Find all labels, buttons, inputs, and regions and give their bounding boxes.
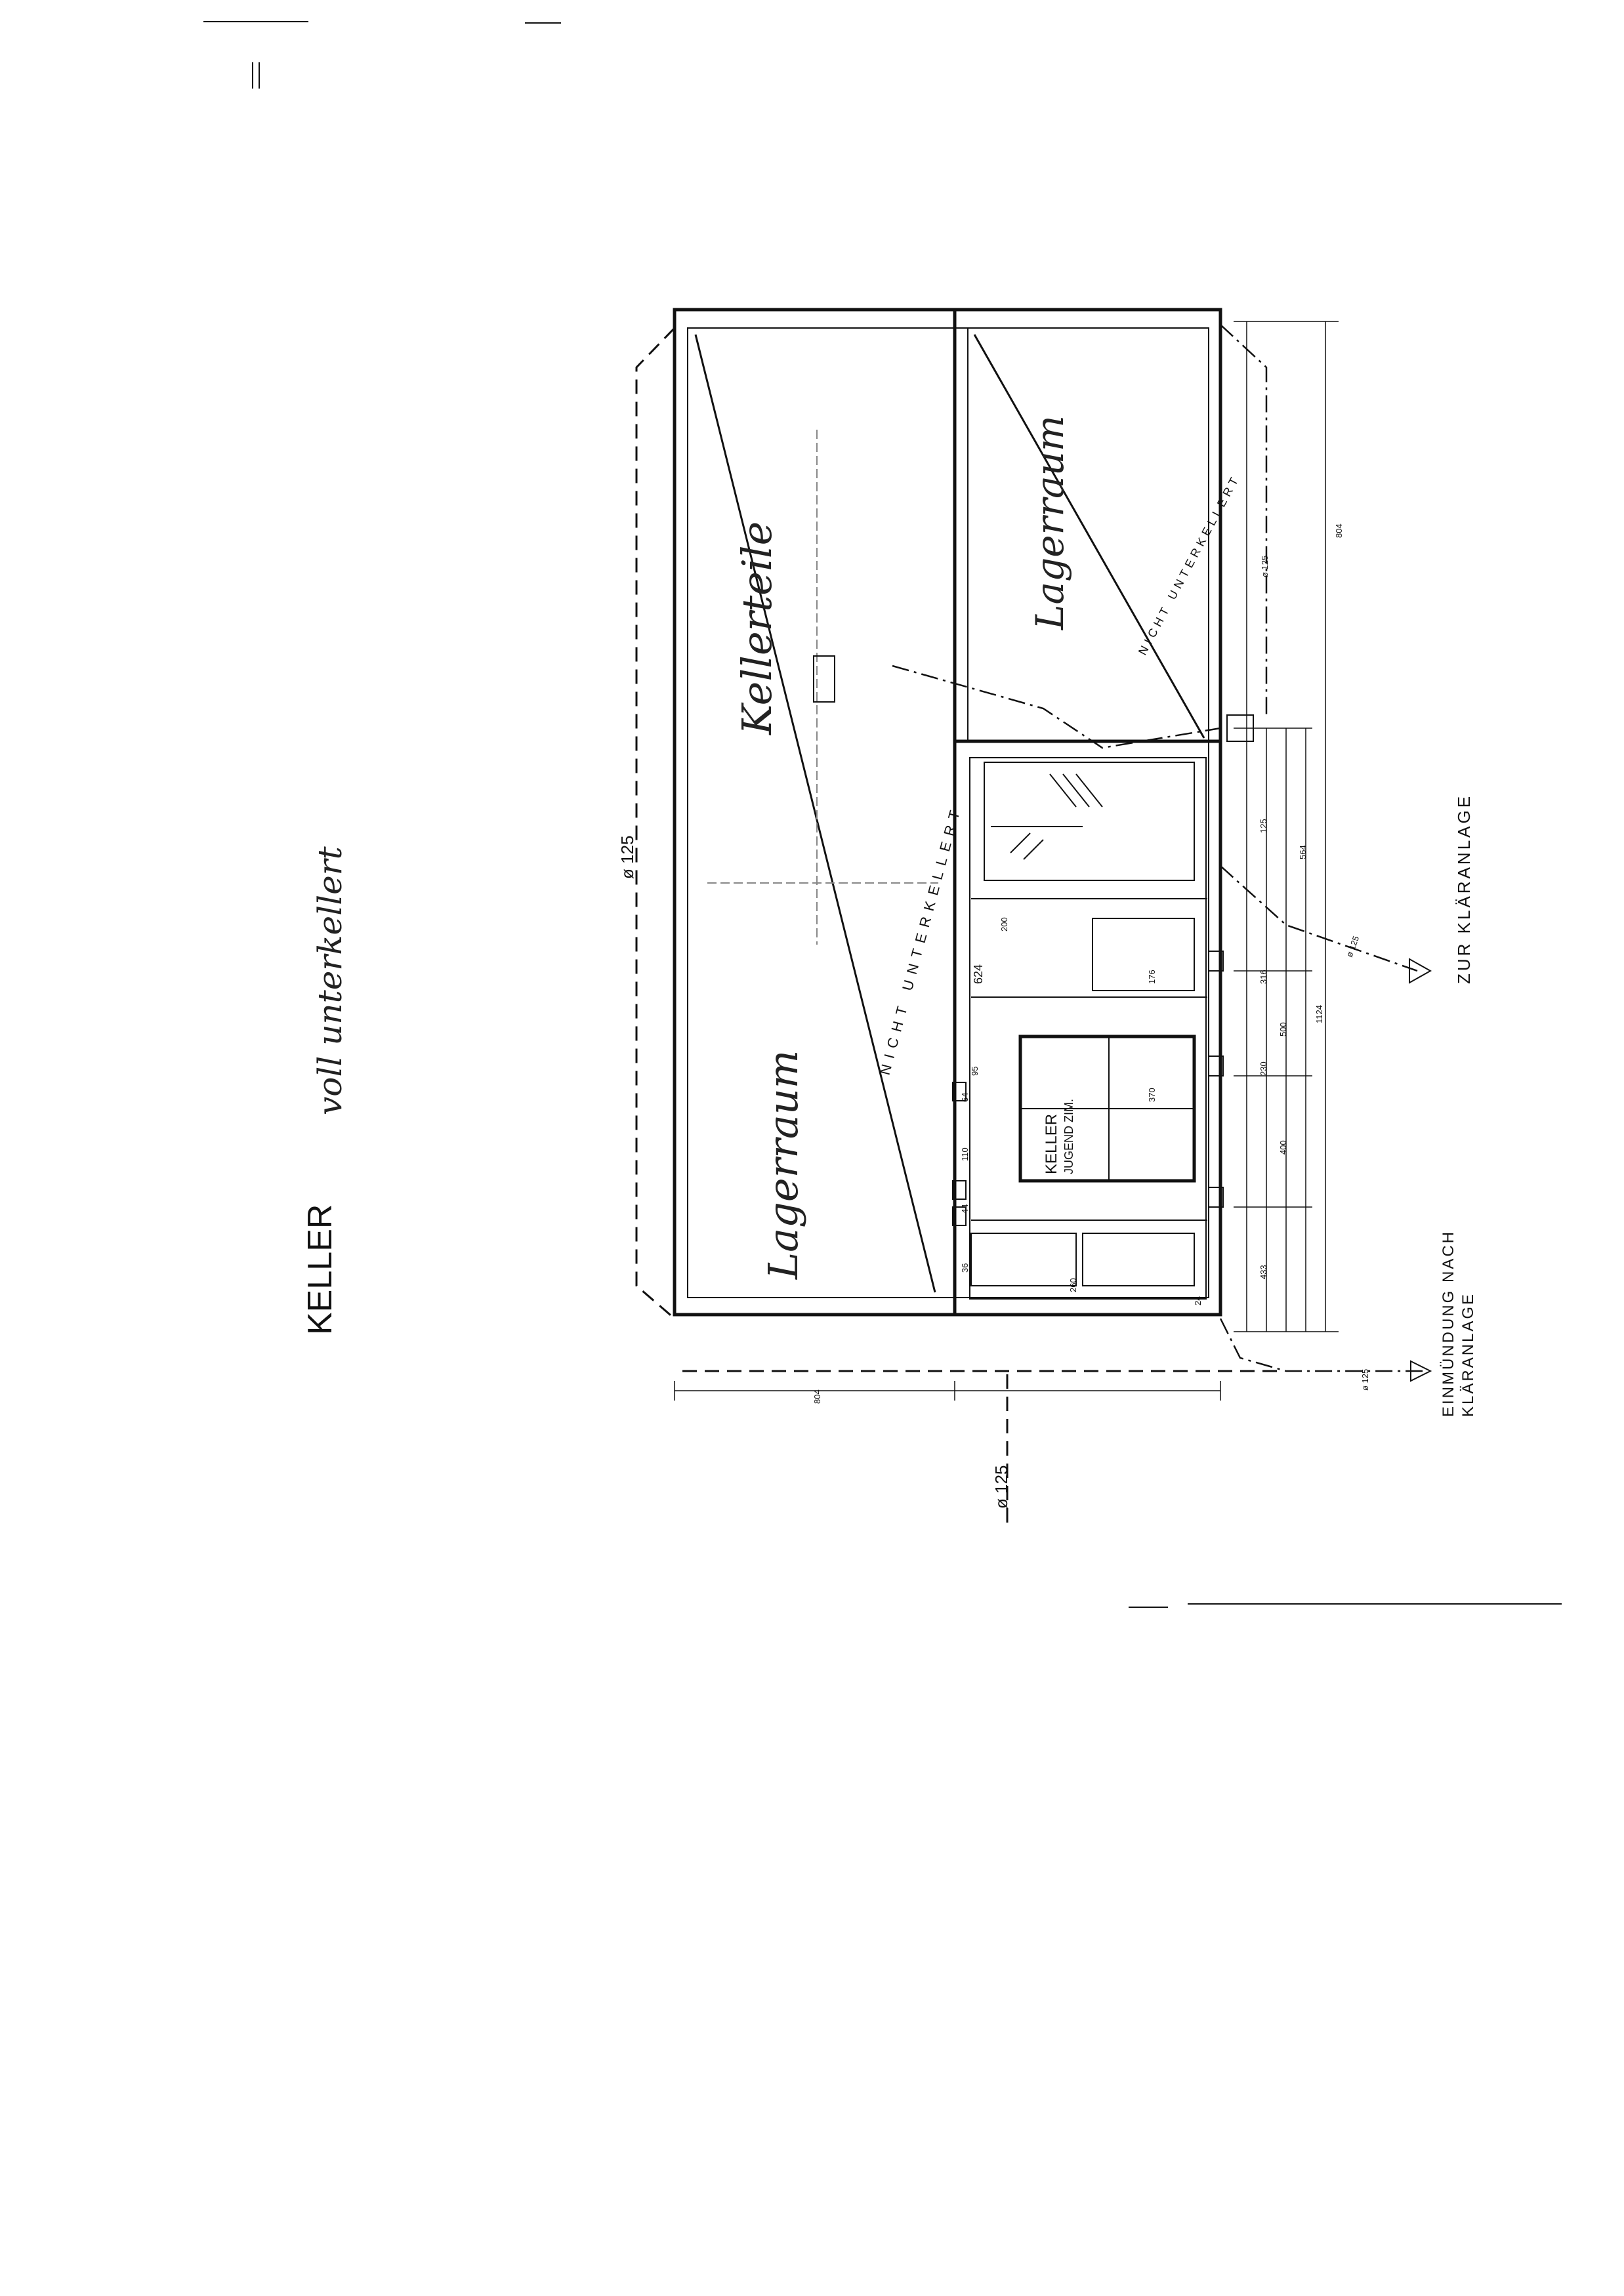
unexcavated-diagonals <box>694 334 1205 1293</box>
dim-overall-right: 1124 <box>1314 1005 1324 1023</box>
label-einmuendung-line2: KLÄRANLAGE <box>1459 1292 1477 1417</box>
room-label-keller-sub: JUGEND ZIM. <box>1062 1099 1075 1174</box>
page-title: KELLER <box>301 1204 339 1335</box>
dim-overall-top: 804 <box>1334 523 1344 538</box>
dim-inner-14: 95 <box>970 1067 980 1076</box>
label-einmuendung-line1: EINMÜNDUNG NACH <box>1440 1230 1457 1417</box>
dim-inner-5: 400 <box>1278 1140 1288 1155</box>
dim-inner-8: 260 <box>1068 1278 1078 1292</box>
dim-overall-bottom: 804 <box>812 1389 822 1404</box>
dim-inner-11: 176 <box>1147 970 1157 984</box>
dim-inner-6: 370 <box>1147 1088 1157 1102</box>
pipe-label-bottom: ø 125 <box>991 1466 1011 1509</box>
room-label-lagerraum-left: Lagerraum <box>759 1050 807 1280</box>
pipe-label-top: ø 125 <box>617 836 637 880</box>
dim-inner-15: 64 <box>960 1093 970 1102</box>
label-nicht-unterkellert-left: NICHT UNTERKELLERT <box>877 802 965 1076</box>
label-nicht-unterkellert-right: NICHT UNTERKELLERT <box>1136 472 1243 657</box>
room-label-kellerteile: Kellerteile <box>733 522 781 735</box>
pipe-label-right-mid: ø 125 <box>1344 935 1361 958</box>
dim-inner-17: 36 <box>960 1263 970 1273</box>
label-zur-klaeranlage: ZUR KLÄRANLAGE <box>1454 794 1474 984</box>
dim-inner-13: 110 <box>960 1147 970 1161</box>
drain-pipes <box>635 324 1424 1528</box>
pipe-label-right-bottom: ø 125 <box>1360 1369 1370 1391</box>
pipe-label-right-top: ø 125 <box>1260 556 1270 577</box>
dim-inner-2: 564 <box>1298 845 1308 859</box>
page-note: voll unterkellert <box>311 846 349 1115</box>
dim-inner-1: 624 <box>972 964 985 984</box>
dim-inner-7: 316 <box>1259 970 1268 984</box>
scan-margin-marks <box>203 21 1562 1608</box>
flow-arrows <box>1409 958 1432 1382</box>
dim-inner-10: 200 <box>999 917 1009 932</box>
dim-inner-9: 230 <box>1259 1061 1268 1076</box>
dim-inner-18: 24 <box>1193 1296 1203 1305</box>
room-label-lagerraum-right: Lagerraum <box>1028 415 1072 630</box>
dimension-chains <box>674 321 1339 1401</box>
room-label-keller: KELLER <box>1043 1114 1060 1174</box>
dim-inner-4: 433 <box>1259 1265 1268 1279</box>
dim-inner-3: 500 <box>1278 1022 1288 1036</box>
keller-block <box>813 655 1254 1317</box>
dim-inner-12: 125 <box>1259 819 1268 833</box>
dim-inner-16: 44 <box>960 1204 970 1214</box>
